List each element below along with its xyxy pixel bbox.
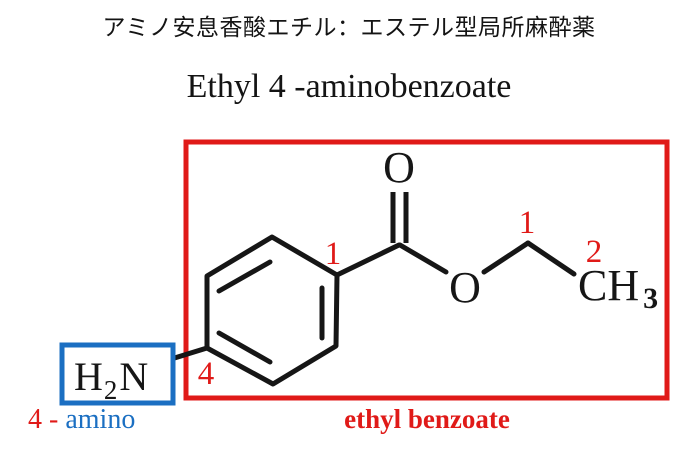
carbonyl-double-bond [390, 192, 409, 243]
bond-ester-oxygen-to-ch2 [481, 240, 531, 275]
ring-position-1-label: 1 [325, 236, 342, 272]
amine-n-text: N [119, 354, 148, 399]
amine-group-label: H2N [74, 354, 148, 405]
amine-h-text: H [74, 354, 103, 399]
caption-amino-number: 4 - [28, 404, 59, 435]
carbonyl-oxygen-label: O [383, 143, 415, 192]
caption-ethyl-benzoate: ethyl benzoate [344, 404, 510, 434]
ring-position-4-label: 4 [198, 356, 215, 392]
chain-position-2-label: 2 [586, 234, 603, 270]
caption-4-amino: 4 - amino [28, 404, 135, 436]
blue-highlight-box [59, 342, 176, 406]
methyl-subscript-3: 3 [643, 282, 658, 315]
page-title-japanese: アミノ安息香酸エチル：エステル型局所麻酔薬 [102, 15, 596, 41]
methyl-ch-text: CH [578, 261, 639, 310]
chain-position-1-label: 1 [519, 205, 536, 241]
bond-ch2-to-ch3 [525, 240, 577, 277]
bond-carbonyl-to-ester-oxygen [397, 242, 449, 275]
page-title-english: Ethyl 4 -aminobenzoate [186, 68, 512, 105]
red-highlight-box [183, 139, 670, 401]
amine-subscript-2: 2 [104, 375, 118, 405]
ring-double-bonds [216, 259, 325, 365]
bond-ring-to-carbonyl [334, 242, 402, 278]
caption-amino-word: amino [65, 404, 136, 435]
ester-oxygen-label: O [449, 263, 481, 312]
